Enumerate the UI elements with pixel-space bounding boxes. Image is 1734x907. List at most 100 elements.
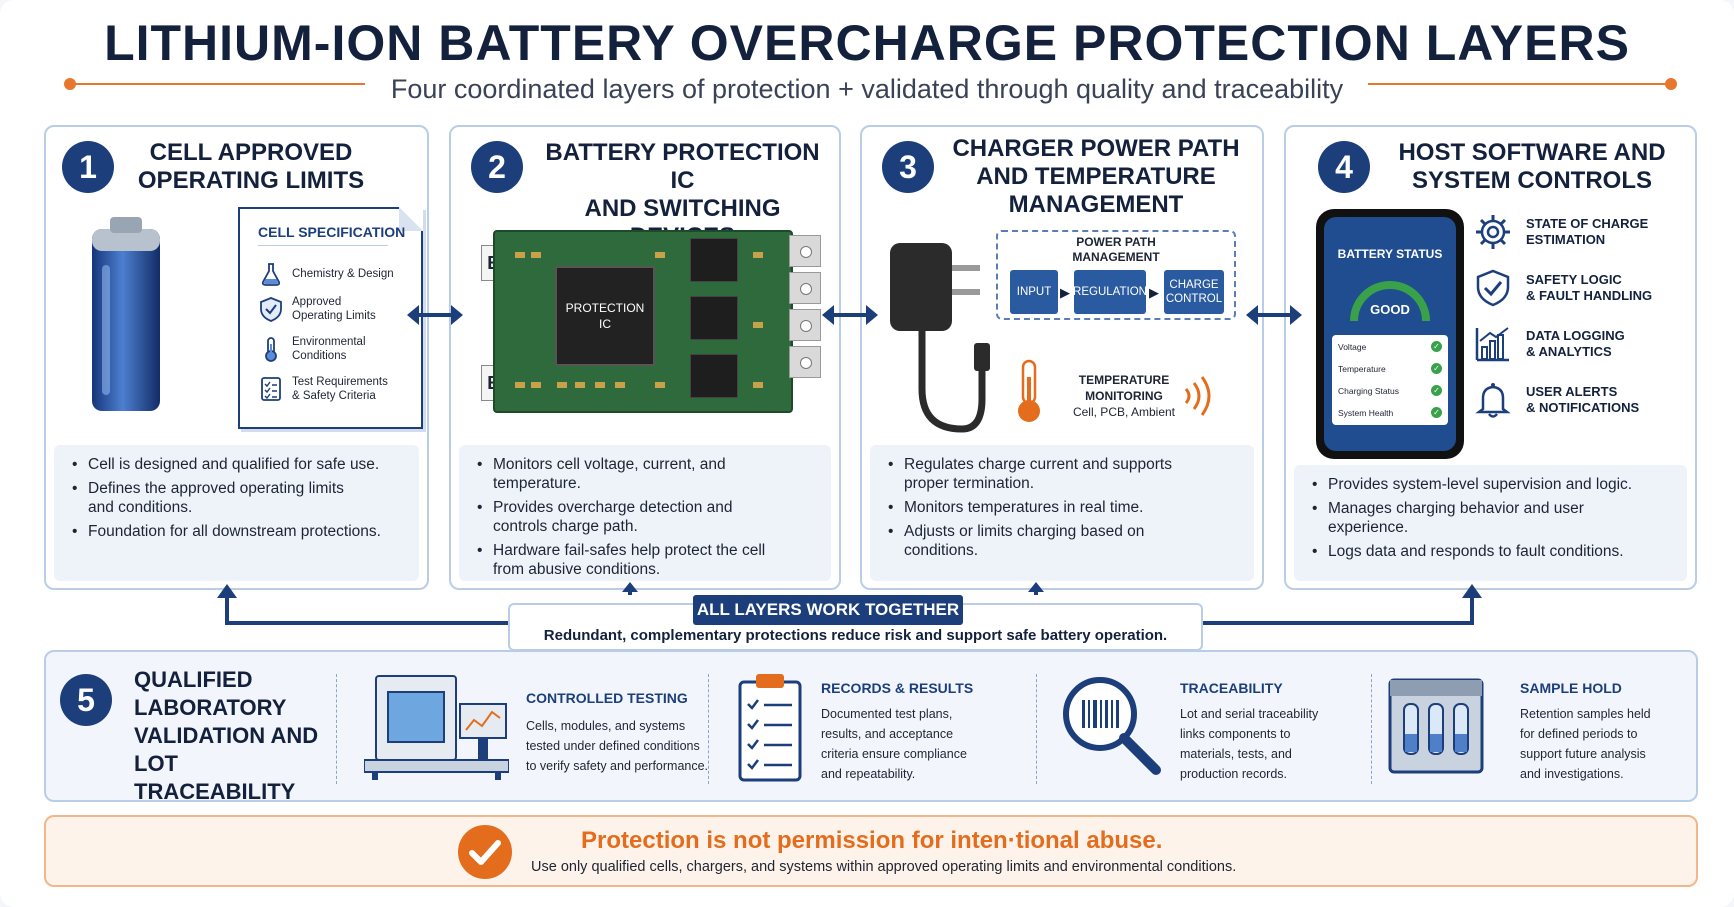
layer-5-number: 5 <box>60 674 112 726</box>
power-path-box: POWER PATH MANAGEMENT INPUT ▶ REGULATION… <box>996 230 1236 320</box>
check-icon: ✓ <box>1431 407 1442 418</box>
sample-hold-text: Retention samples held for defined perio… <box>1520 707 1651 781</box>
spec-item: Approved Operating Limits <box>258 295 376 323</box>
divider <box>1371 674 1372 784</box>
spec-item-text: Conditions <box>292 350 347 362</box>
layer-1-title: CELL APPROVED OPERATING LIMITS <box>126 139 376 195</box>
double-arrow-icon <box>822 305 878 325</box>
records-results-title: RECORDS & RESULTS <box>821 680 974 696</box>
shield-check-icon <box>1476 269 1510 307</box>
layer-4-title: HOST SOFTWARE AND SYSTEM CONTROLS <box>1382 139 1682 195</box>
header-rule-right <box>1368 83 1666 85</box>
validation-panel: 5 QUALIFIED LABORATORY VALIDATION AND LO… <box>44 650 1698 804</box>
contact-pad <box>789 346 821 378</box>
traceability-text: Lot and serial traceability links compon… <box>1180 707 1319 781</box>
page-subtitle: Four coordinated layers of protection + … <box>390 74 1344 104</box>
layer-4-bullets: Provides system-level supervision and lo… <box>1294 465 1687 581</box>
layer-4-number: 4 <box>1318 141 1370 193</box>
signal-waves-icon <box>1184 376 1211 416</box>
status-row: System Health✓ <box>1338 407 1442 418</box>
bar-chart-icon <box>1475 327 1509 362</box>
page-fold <box>399 207 423 231</box>
shield-check-icon <box>260 297 282 322</box>
layer-2-number: 2 <box>471 141 523 193</box>
bullet-item: Hardware fail-safes help protect the cel… <box>477 541 817 579</box>
mosfet <box>690 354 738 398</box>
checkmark-circle-icon <box>458 825 512 879</box>
layer-1-bullets: Cell is designed and qualified for safe … <box>54 445 419 581</box>
sample-hold-title: SAMPLE HOLD <box>1520 680 1622 696</box>
power-path-step-regulation: REGULATION <box>1073 270 1147 314</box>
spec-item-text: Environmental <box>292 336 366 348</box>
mosfet <box>690 296 738 340</box>
contact-pad <box>789 309 821 341</box>
divider <box>336 674 337 784</box>
checklist-icon <box>261 377 281 401</box>
check-icon: ✓ <box>1431 341 1442 352</box>
cell-specification-sheet: CELL SPECIFICATION Chemistry & Design Ap… <box>238 207 423 429</box>
footer-warning: Protection is not permission for inten·t… <box>44 815 1698 887</box>
layer-1-title-line: OPERATING LIMITS <box>137 167 365 194</box>
layer-3-title-line: MANAGEMENT <box>1008 191 1184 218</box>
contact-pad <box>789 272 821 304</box>
power-path-step-input: INPUT <box>1010 270 1058 314</box>
layer-1-title-line: CELL APPROVED <box>149 139 353 166</box>
protection-pcb: PROTECTION IC <box>493 230 793 413</box>
footer-text: Use only qualified cells, chargers, and … <box>531 859 1237 875</box>
layer-2-bullets: Monitors cell voltage, current, andtempe… <box>459 445 831 581</box>
bullet-item: Defines the approved operating limitsand… <box>72 479 405 517</box>
bullet-item: Provides overcharge detection andcontrol… <box>477 498 817 536</box>
layer-3-bullets: Regulates charge current and supportspro… <box>870 445 1254 581</box>
status-row: Temperature✓ <box>1338 363 1442 374</box>
layer-1-number: 1 <box>62 141 114 193</box>
status-row: Charging Status✓ <box>1338 385 1442 396</box>
records-results-text: Documented test plans, results, and acce… <box>821 707 967 781</box>
spec-title: CELL SPECIFICATION <box>258 224 406 240</box>
arrow-right-icon: ▶ <box>1149 285 1159 300</box>
charger-adapter-icon <box>890 243 990 433</box>
ic-label: IC <box>599 317 611 331</box>
check-icon: ✓ <box>1431 363 1442 374</box>
bell-icon <box>1475 383 1511 418</box>
double-arrow-icon <box>1246 305 1302 325</box>
layer-2-title: BATTERY PROTECTION IC AND SWITCHING DEVI… <box>535 139 830 251</box>
bullet-item: Logs data and responds to fault conditio… <box>1312 542 1673 561</box>
layer-4-title-line: SYSTEM CONTROLS <box>1411 167 1652 194</box>
layer-3-number: 3 <box>882 141 934 193</box>
layer-4-card: 4 HOST SOFTWARE AND SYSTEM CONTROLS BATT… <box>1284 125 1697 590</box>
power-path-title: POWER PATH MANAGEMENT <box>1072 235 1160 264</box>
validation-title: QUALIFIED LABORATORY VALIDATION AND LOT … <box>134 667 319 804</box>
temperature-monitoring-label: TEMPERATURE MONITORING Cell, PCB, Ambien… <box>1072 373 1176 419</box>
feature-item: USER ALERTS& NOTIFICATIONS <box>1474 381 1639 419</box>
spec-item: Environmental Conditions <box>258 335 366 363</box>
feature-item: DATA LOGGING& ANALYTICS <box>1474 325 1625 363</box>
status-row: Voltage✓ <box>1338 341 1442 352</box>
status-list: Voltage✓ Temperature✓ Charging Status✓ S… <box>1332 335 1448 425</box>
spec-divider <box>258 245 388 246</box>
divider <box>1036 674 1037 784</box>
clipboard-icon <box>738 674 802 782</box>
contact-pad <box>789 235 821 267</box>
controlled-testing-text: Cells, modules, and systems tested under… <box>526 719 709 773</box>
barcode-magnifier-icon <box>1063 677 1161 775</box>
layer-3-title: CHARGER POWER PATH AND TEMPERATURE MANAG… <box>946 135 1246 219</box>
spec-item-text: Chemistry & Design <box>292 268 394 280</box>
layer-2-card: 2 BATTERY PROTECTION IC AND SWITCHING DE… <box>449 125 841 590</box>
layer-3-title-line: CHARGER POWER PATH <box>952 135 1240 162</box>
spec-item: Chemistry & Design <box>258 261 394 287</box>
spec-item-text: Operating Limits <box>292 310 376 322</box>
power-path-step-charge-control: CHARGE CONTROL <box>1164 270 1224 314</box>
pcb-traces <box>515 252 763 388</box>
header-rule-left <box>70 83 365 85</box>
spec-item-text: & Safety Criteria <box>292 390 376 402</box>
battery-state: GOOD <box>1370 302 1410 317</box>
thermometer-icon <box>1018 359 1040 422</box>
bullet-item: Provides system-level supervision and lo… <box>1312 475 1673 494</box>
ic-label: PROTECTION <box>565 301 645 315</box>
feedback-loop-arrows <box>217 582 1482 625</box>
controlled-testing-title: CONTROLLED TESTING <box>526 690 688 706</box>
layer-3-card: 3 CHARGER POWER PATH AND TEMPERATURE MAN… <box>860 125 1264 590</box>
divider <box>708 674 709 784</box>
